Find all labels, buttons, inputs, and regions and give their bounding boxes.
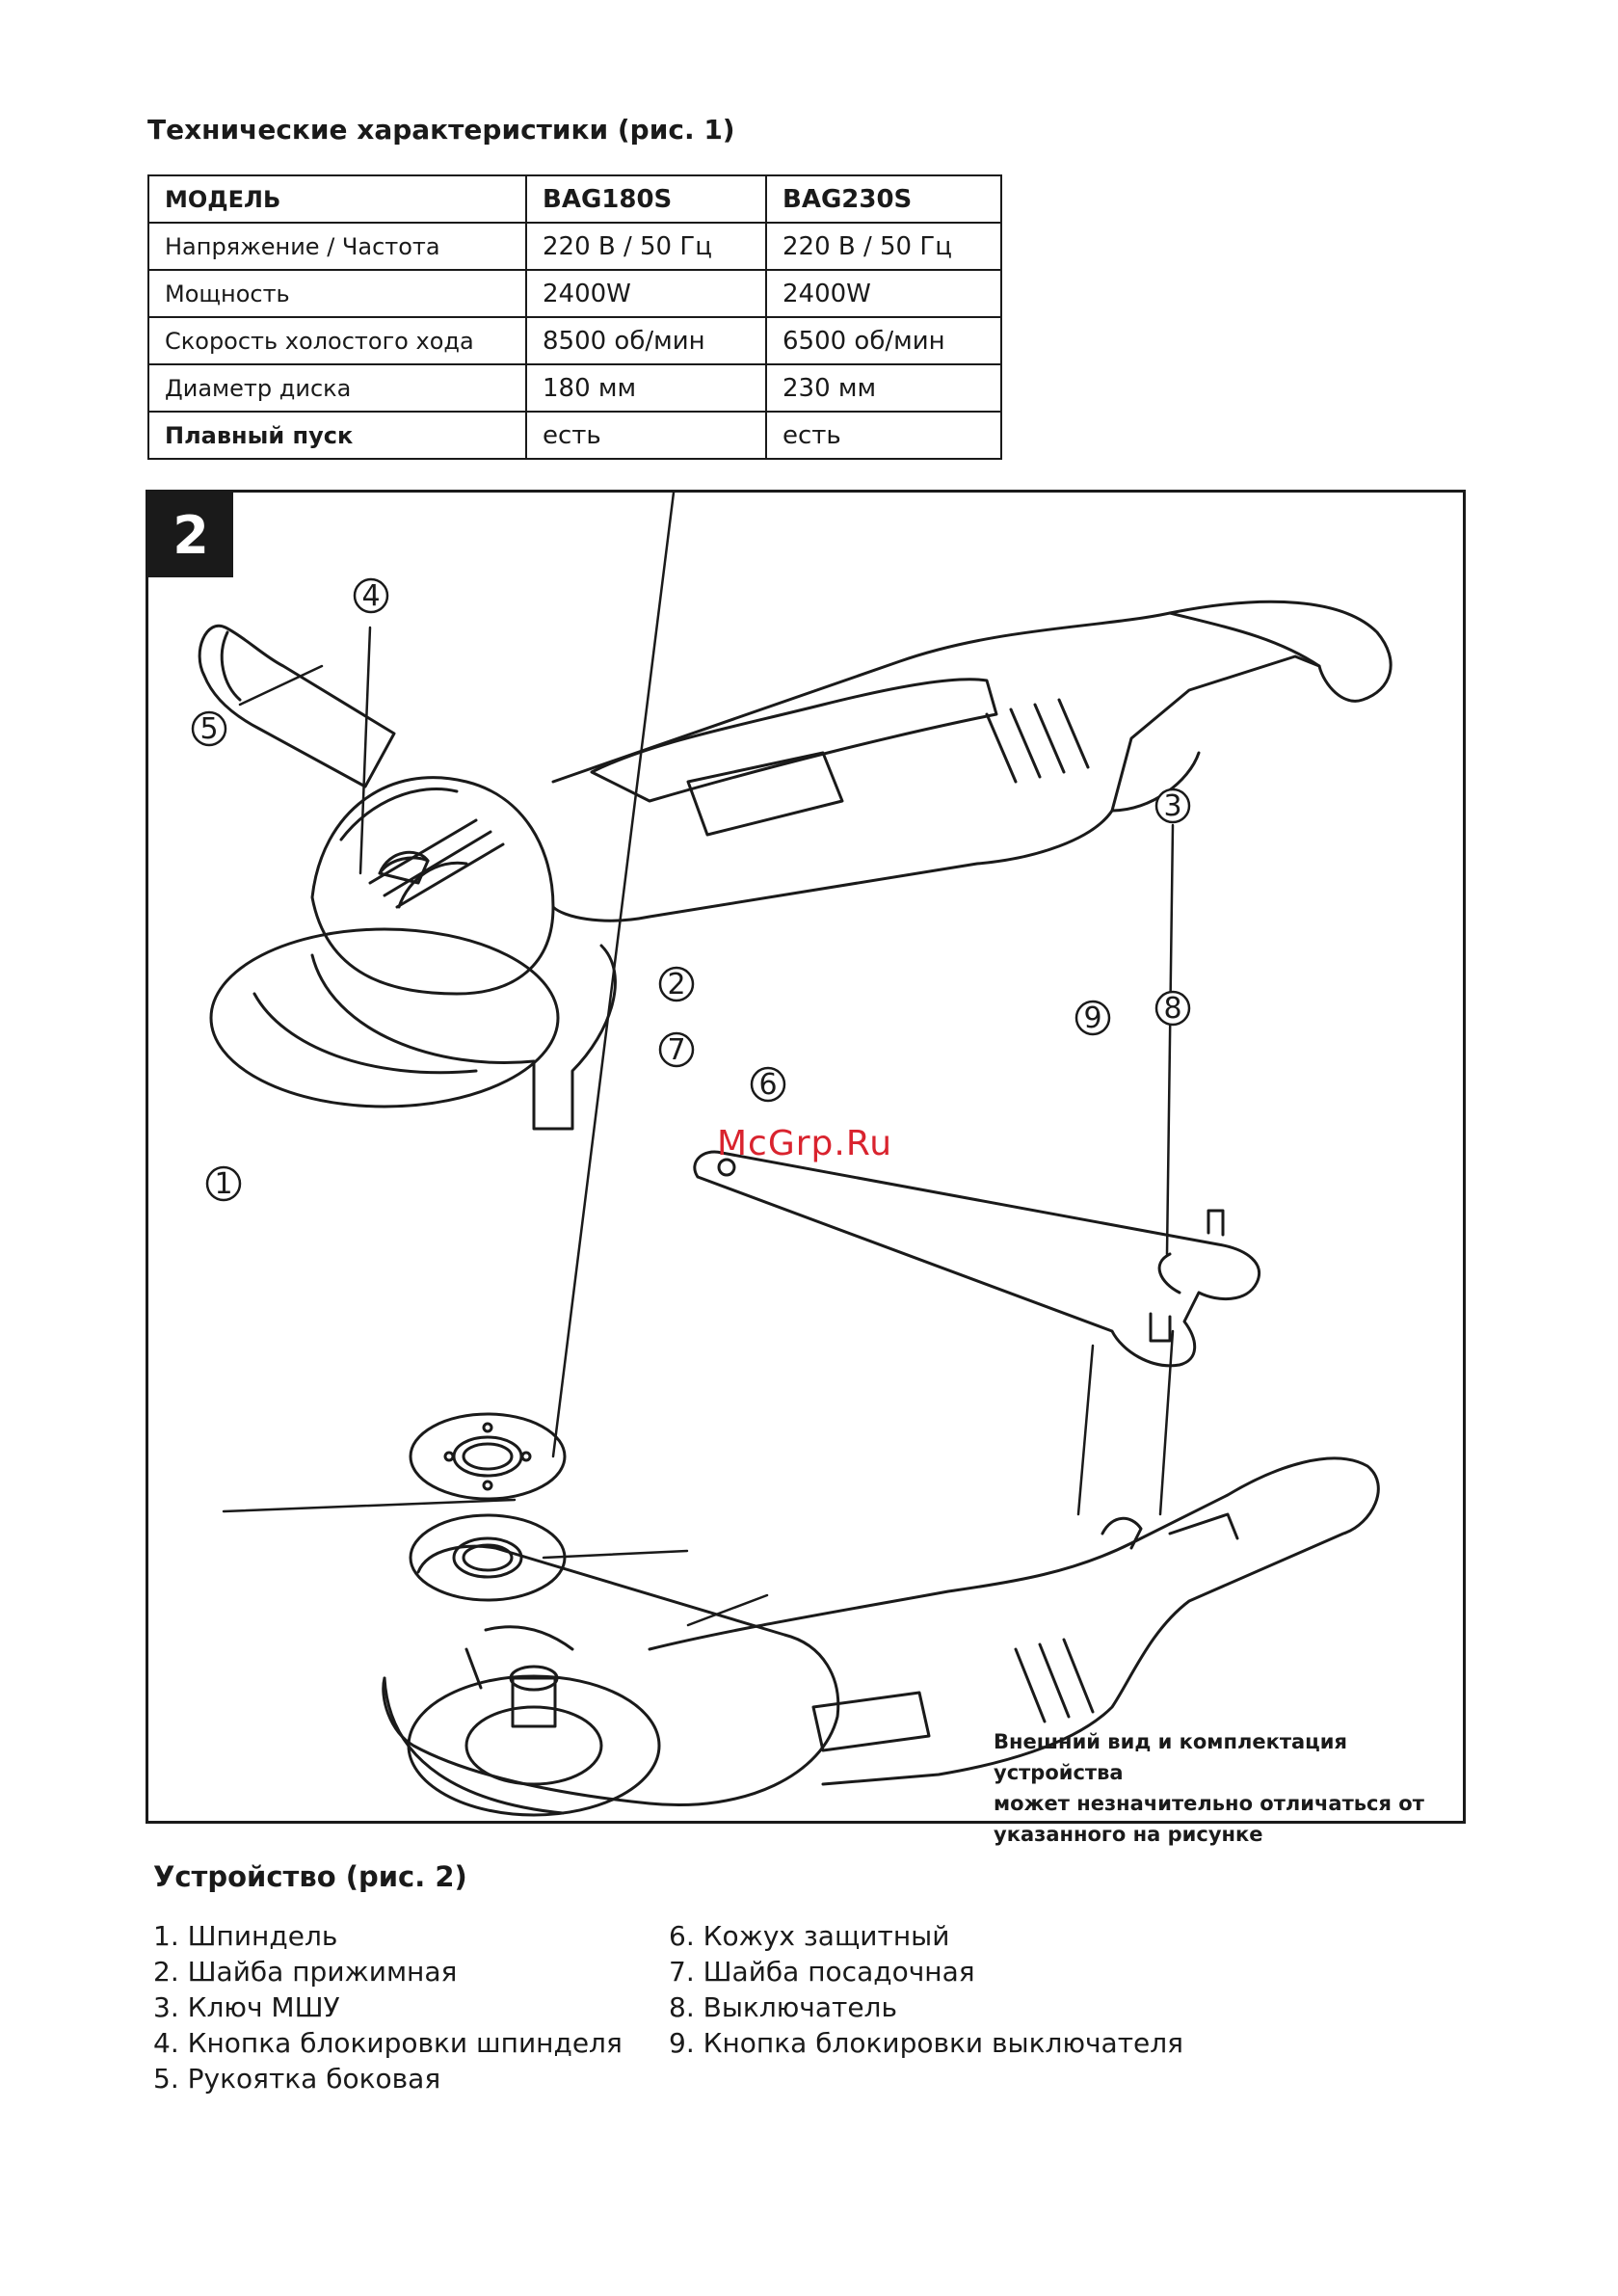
parts-list-right: 6. Кожух защитный 7. Шайба посадочная 8.… [669,1918,1183,2061]
spec-row: Напряжение / Частота 220 В / 50 Гц 220 В… [147,222,1002,271]
callout-markers: 4 5 3 2 7 6 1 [191,577,1191,1202]
spec-header-cell: МОДЕЛЬ [147,174,527,224]
spec-title: Технические характеристики (рис. 1) [147,114,735,146]
parts-list-item: 6. Кожух защитный [669,1920,950,1952]
figure-note-line: указанного на рисунке [994,1823,1263,1846]
parts-list-left: 1. Шпиндель 2. Шайба прижимная 3. Ключ М… [153,1918,623,2096]
spec-cell: Диаметр диска [147,363,527,413]
callout-label: 5 [199,712,218,746]
callout-label: 2 [667,968,685,1001]
spec-header-cell: BAG180S [525,174,767,224]
wrench-drawing [693,1150,1260,1368]
spec-cell: Напряжение / Частота [147,222,527,271]
spec-cell: Мощность [147,269,527,318]
spec-table: МОДЕЛЬ BAG180S BAG230S Напряжение / Част… [147,174,1002,460]
spec-cell: 180 мм [525,363,767,413]
device-section-title: Устройство (рис. 2) [153,1860,467,1893]
figure-frame: 4 5 3 2 7 6 1 [146,490,1466,1846]
figure-note-line: Внешний вид и комплектация устройства [994,1730,1347,1784]
callout-2: 2 [658,966,695,1002]
callout-label: 7 [667,1033,685,1067]
parts-list-item: 9. Кнопка блокировки выключателя [669,2027,1183,2059]
spec-row: Скорость холостого хода 8500 об/мин 6500… [147,316,1002,365]
spec-cell: Скорость холостого хода [147,316,527,365]
figure-note: Внешний вид и комплектация устройства мо… [994,1726,1456,1850]
spec-cell: 2400W [525,269,767,318]
callout-label: 8 [1163,992,1181,1026]
parts-list-item: 1. Шпиндель [153,1920,338,1952]
callout-label: 4 [361,579,380,613]
callout-6: 6 [750,1066,786,1103]
spec-row: Мощность 2400W 2400W [147,269,1002,318]
figure-illustration: 4 5 3 2 7 6 1 [191,493,1393,1817]
spec-row: Диаметр диска 180 мм 230 мм [147,363,1002,413]
callout-label: 1 [214,1167,232,1201]
washers-drawing [409,1412,567,1602]
spec-cell: 220 В / 50 Гц [765,222,1002,271]
callout-7: 7 [658,1031,695,1068]
callout-4: 4 [353,577,389,614]
callout-label: 9 [1083,1001,1101,1035]
parts-list-item: 7. Шайба посадочная [669,1956,975,1988]
spec-cell: Плавный пуск [147,411,527,460]
spec-cell: 8500 об/мин [525,316,767,365]
lower-grinder-drawing [382,1456,1380,1817]
parts-list-item: 5. Рукоятка боковая [153,2063,441,2095]
spec-cell: 220 В / 50 Гц [525,222,767,271]
spec-cell: 2400W [765,269,1002,318]
spec-cell: 230 мм [765,363,1002,413]
figure-note-line: может незначительно отличаться от [994,1792,1424,1815]
callout-5: 5 [191,710,227,747]
spec-cell: 6500 об/мин [765,316,1002,365]
callout-3: 3 [1154,788,1191,824]
parts-list-item: 3. Ключ МШУ [153,1991,340,2023]
parts-list-item: 2. Шайба прижимная [153,1956,458,1988]
leader-lines [222,493,1175,1627]
callout-9: 9 [1074,1000,1111,1036]
spec-cell: есть [765,411,1002,460]
callout-8: 8 [1154,990,1191,1027]
upper-grinder-drawing [198,600,1393,1131]
spec-header-cell: BAG230S [765,174,1002,224]
callout-label: 6 [758,1068,777,1102]
parts-list-item: 8. Выключатель [669,1991,897,2023]
parts-list-item: 4. Кнопка блокировки шпинделя [153,2027,623,2059]
figure-number: 2 [148,493,233,577]
spec-cell: есть [525,411,767,460]
spec-header-row: МОДЕЛЬ BAG180S BAG230S [147,174,1002,224]
spec-row: Плавный пуск есть есть [147,411,1002,460]
watermark: McGrp.Ru [717,1124,893,1163]
callout-1: 1 [205,1165,242,1202]
callout-label: 3 [1163,789,1181,823]
